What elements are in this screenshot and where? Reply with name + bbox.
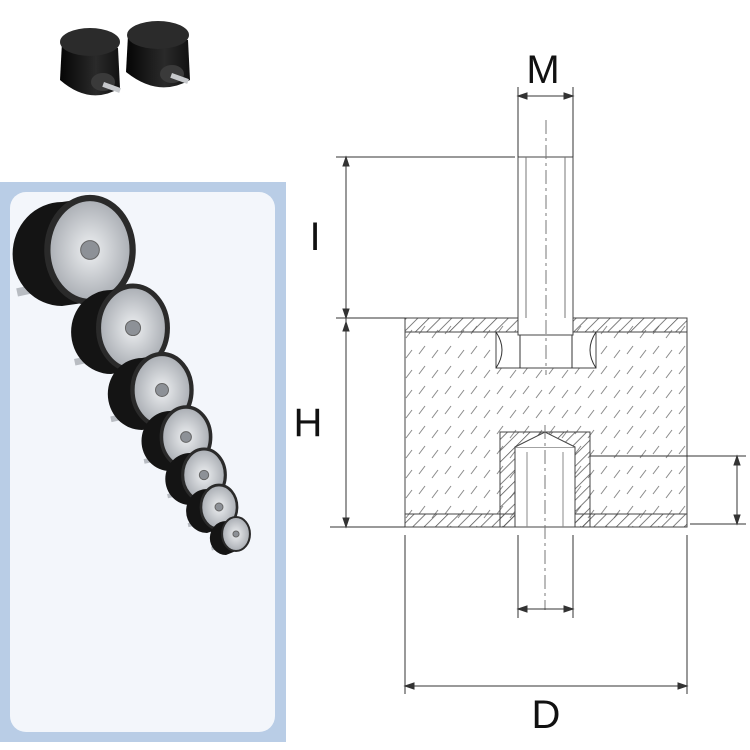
mount-row <box>12 194 251 555</box>
label-h: H <box>294 401 323 445</box>
label-m: M <box>526 48 559 92</box>
label-d: D <box>532 693 561 737</box>
dimension-i <box>336 155 515 320</box>
rubber-mount-size-range-photo <box>0 182 286 742</box>
rubber-mount-icon <box>126 21 190 88</box>
rubber-mount-icon <box>186 483 239 533</box>
technical-drawing <box>330 87 746 694</box>
dimension-bushing-thread <box>516 535 575 618</box>
rubber-mount-icon <box>12 194 136 306</box>
rubber-mount-icon <box>71 283 170 374</box>
dimension-bushing-depth <box>590 454 746 526</box>
dimension-h <box>330 318 405 529</box>
rubber-mount-icon <box>60 28 121 96</box>
rubber-mount-icon <box>209 515 251 555</box>
threaded-stud <box>517 120 574 375</box>
dimension-m <box>516 87 575 157</box>
dimension-d <box>403 535 689 694</box>
label-i: I <box>309 215 320 259</box>
rubber-mount-pair-photo <box>60 21 190 96</box>
threaded-bushing <box>499 425 591 610</box>
rubber-mount-icon <box>165 447 227 505</box>
